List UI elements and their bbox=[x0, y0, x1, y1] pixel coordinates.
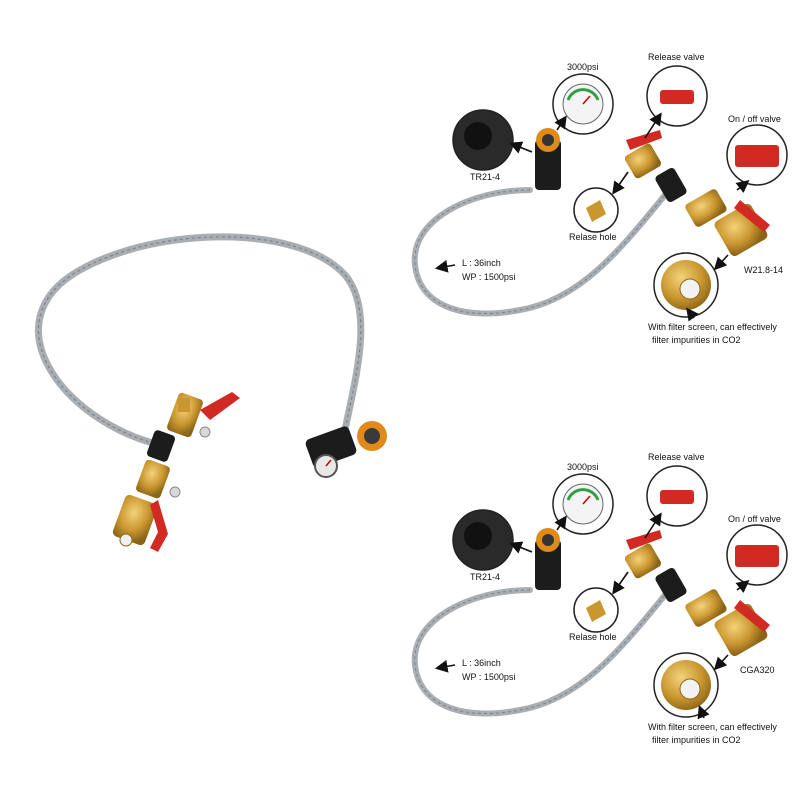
filter-note-line2: filter impurities in CO2 bbox=[652, 735, 741, 745]
hose-pressure-label: WP : 1500psi bbox=[462, 272, 516, 282]
braided-hose-icon bbox=[35, 233, 365, 449]
brass-ball-valve-icon bbox=[112, 392, 203, 547]
release-valve-label: Release valve bbox=[648, 452, 705, 462]
filter-note-line1: With filter screen, can effectively bbox=[648, 722, 777, 732]
on-off-valve-label: On / off valve bbox=[728, 114, 781, 124]
diagram-bottom bbox=[411, 465, 788, 720]
on-off-valve-label: On / off valve bbox=[728, 514, 781, 524]
left-product bbox=[35, 233, 387, 552]
filter-note-line1: With filter screen, can effectively bbox=[648, 322, 777, 332]
hose-pressure-label: WP : 1500psi bbox=[462, 672, 516, 682]
tr21-4-adapter-icon bbox=[305, 421, 387, 468]
red-lever-handle-icon bbox=[150, 392, 240, 552]
tr21-label: TR21-4 bbox=[470, 572, 501, 582]
release-hole-label: Relase hole bbox=[569, 632, 617, 642]
filter-note-line2: filter impurities in CO2 bbox=[652, 335, 741, 345]
tr21-label: TR21-4 bbox=[470, 172, 501, 182]
hose-length-label: L : 36inch bbox=[462, 258, 501, 268]
pressure-gauge-icon bbox=[314, 454, 338, 478]
fitting-label: CGA320 bbox=[740, 665, 775, 675]
hose-length-label: L : 36inch bbox=[462, 658, 501, 668]
release-valve-label: Release valve bbox=[648, 52, 705, 62]
gauge-label: 3000psi bbox=[567, 462, 599, 472]
fitting-label: W21.8-14 bbox=[744, 265, 784, 275]
gauge-label: 3000psi bbox=[567, 62, 599, 72]
diagram-top bbox=[411, 65, 788, 322]
release-hole-label: Relase hole bbox=[569, 232, 617, 242]
